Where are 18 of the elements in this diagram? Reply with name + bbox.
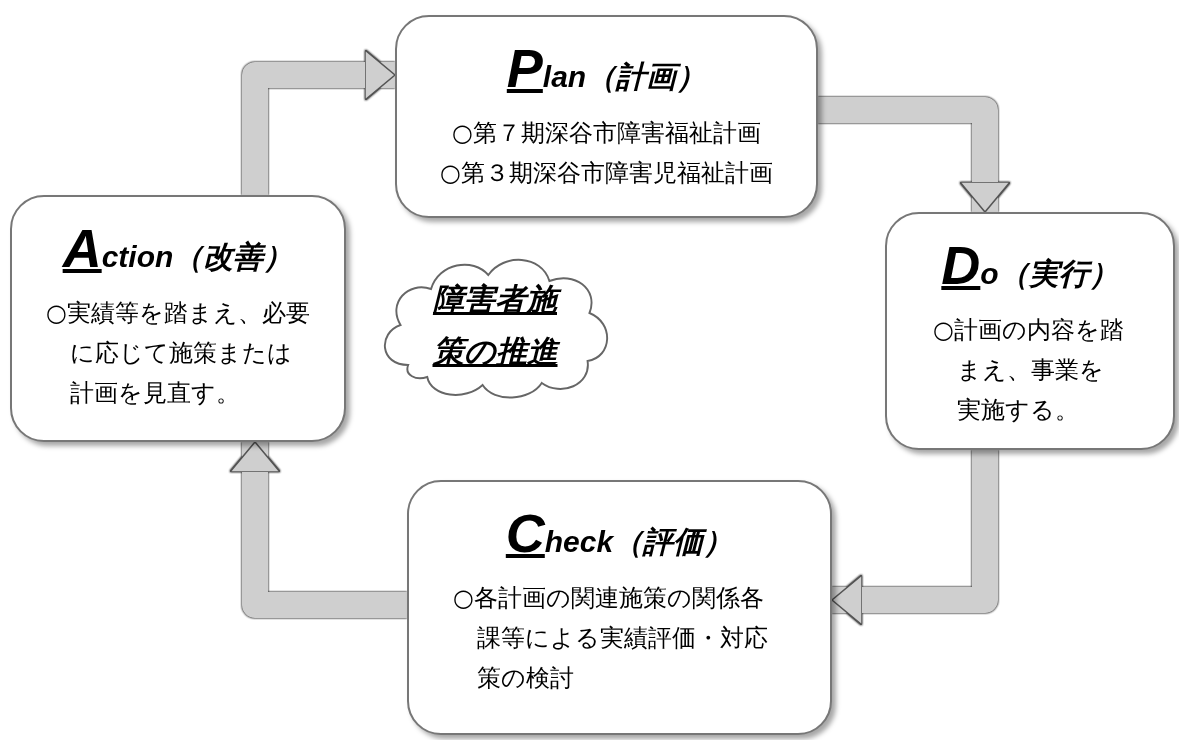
rounded-box	[885, 212, 1175, 450]
block-arrow	[831, 450, 998, 626]
description-text: ○計画の内容を踏まえ、事業を実施する。	[933, 315, 1125, 426]
stage-heading: Do（実行）	[941, 234, 1119, 296]
description-text: ○第３期深谷市障害児福祉計画	[440, 158, 773, 189]
rounded-box	[10, 195, 346, 442]
center-title: 障害者施策の推進	[420, 273, 570, 377]
stage-heading: Check（評価）	[505, 502, 734, 564]
block-arrow	[818, 97, 1011, 213]
description-text: ○各計画の関連施策の関係各課等による実績評価・対応策の検討	[453, 583, 769, 694]
stage-heading: Action（改善）	[62, 217, 294, 279]
description-text: ○第７期深谷市障害福祉計画	[452, 118, 761, 149]
description-text: ○実績等を踏まえ、必要に応じて施策または計画を見直す。	[46, 298, 310, 409]
rounded-box	[407, 480, 832, 735]
stage-heading: Plan（計画）	[506, 37, 707, 99]
rounded-box	[395, 15, 818, 218]
block-arrow	[229, 441, 407, 618]
block-arrow	[242, 49, 396, 195]
